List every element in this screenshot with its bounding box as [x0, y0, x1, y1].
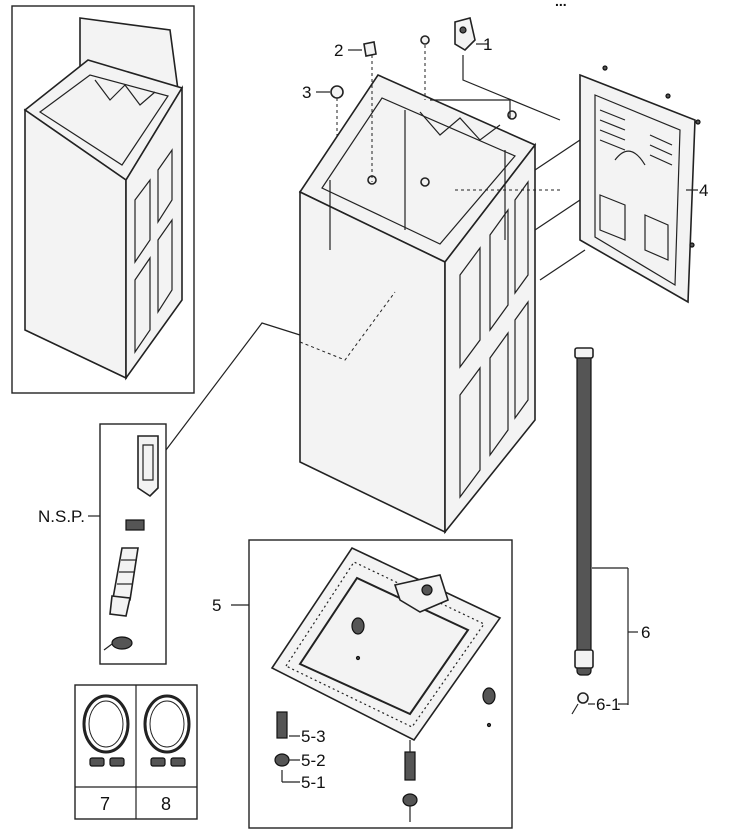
nsp-inset-frame	[99, 423, 167, 665]
leg-foot-lower	[402, 793, 418, 807]
inlet-hose-7	[82, 694, 130, 754]
part-4-rear-panel: 4	[579, 65, 708, 304]
part-5-base-inset: 5-3 5-2 5-1 5	[212, 539, 513, 829]
leg-bolt-5-3	[276, 711, 288, 739]
hose-clamp-small	[125, 519, 145, 531]
callout-6: 6	[641, 623, 650, 642]
drain-hose-end	[111, 547, 139, 606]
base-inset-frame	[248, 539, 513, 829]
callout-5-3: 5-3	[301, 727, 326, 746]
callout-5-1: 5-1	[301, 773, 326, 792]
part-1-lid-switch: 1	[454, 17, 492, 54]
callout-2: 2	[334, 41, 343, 60]
cabinet-inset-frame	[11, 5, 195, 394]
part-6-drain-pipe: 6 6-1	[571, 347, 650, 715]
part-6-1-clip	[577, 692, 589, 704]
hose-cell-7: 7	[100, 794, 110, 814]
callout-6-1: 6-1	[596, 695, 621, 714]
main-cabinet	[298, 73, 537, 535]
callout-nsp: N.S.P.	[38, 507, 85, 526]
leg-nut-5-2	[274, 753, 290, 767]
callout-4: 4	[699, 181, 708, 200]
hose-clamp-large	[111, 636, 133, 650]
callout-5: 5	[212, 596, 221, 615]
inlet-hose-8	[143, 694, 191, 754]
base-frame	[270, 546, 502, 742]
hose-cell-8: 8	[161, 794, 171, 814]
nsp-drain-kit-inset: N.S.P.	[38, 423, 167, 665]
inset-cabinet-side	[125, 85, 183, 381]
drain-pipe-body	[576, 349, 592, 676]
cabinet-inset	[11, 5, 195, 394]
part-2-bolt: 2	[334, 41, 377, 60]
callout-1: 1	[483, 35, 492, 54]
model-number-fragment: ...	[555, 0, 567, 9]
callout-3: 3	[302, 83, 311, 102]
callout-5-2: 5-2	[301, 751, 326, 770]
leg-bolt-lower	[404, 751, 416, 781]
hoses-table: 7 8	[74, 684, 198, 820]
